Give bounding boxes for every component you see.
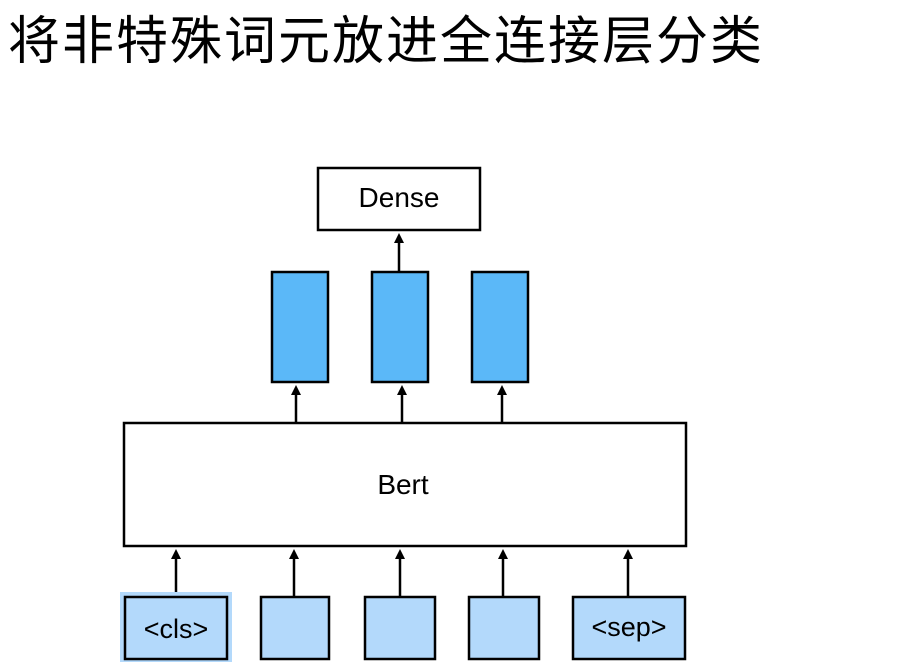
token-label-cls: <cls>	[144, 614, 209, 644]
token-box	[363, 595, 437, 661]
hidden-output-box	[470, 270, 530, 384]
token-label-sep: <sep>	[591, 612, 666, 642]
bert-encoder-box	[122, 421, 688, 548]
dense-label: Dense	[359, 182, 440, 213]
token-box-cls	[123, 595, 229, 661]
hidden-output-box	[370, 270, 430, 384]
token-box	[467, 595, 541, 661]
token-box-sep	[571, 595, 687, 661]
dense-box	[316, 166, 482, 232]
slide-title: 将非特殊词元放进全连接层分类	[8, 12, 765, 72]
hidden-output-box	[270, 270, 330, 384]
bert-label: Bert	[377, 469, 429, 500]
token-box	[259, 595, 331, 661]
